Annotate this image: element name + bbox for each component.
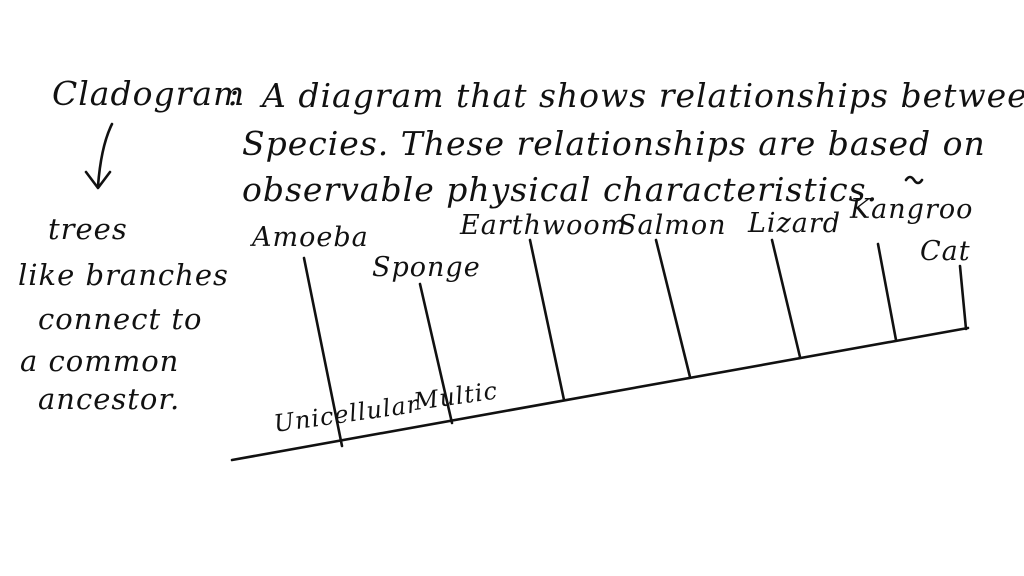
branch-lizard: [770, 238, 802, 359]
down-arrow-icon: [96, 122, 114, 188]
term-cladogram: Cladogram: [52, 74, 246, 113]
definition-line-2: Species. These relationships are based o…: [242, 124, 986, 163]
species-label-amoeba: Amoeba: [252, 222, 369, 253]
branch-sponge: [418, 282, 454, 425]
down-arrow-head: [84, 170, 112, 190]
cladogram-base-line: [230, 326, 970, 462]
species-label-lizard: Lizard: [748, 208, 842, 239]
branch-amoeba: [302, 256, 344, 448]
branch-kangaroo: [876, 242, 898, 342]
side-note-line-3: connect to: [38, 302, 203, 336]
species-label-salmon: Salmon: [618, 210, 727, 241]
side-note-line-1: trees: [48, 212, 128, 246]
term-separator: :: [228, 74, 241, 113]
definition-line-1: A diagram that shows relationships betwe…: [262, 76, 1024, 115]
definition-line-3: observable physical characteristics.: [242, 170, 879, 209]
branch-salmon: [654, 238, 692, 379]
branch-cat: [958, 264, 968, 331]
species-label-sponge: Sponge: [372, 252, 481, 283]
branch-earthworm: [528, 238, 566, 402]
side-note-line-2: like branches: [18, 258, 229, 292]
side-note-line-5: ancestor.: [38, 382, 181, 416]
species-label-kangaroo: Kangroo: [850, 194, 974, 225]
tilde-mark: [904, 175, 924, 185]
species-label-earthworm: Earthwoom: [460, 210, 628, 241]
side-note-line-4: a common: [20, 344, 180, 378]
species-label-cat: Cat: [920, 236, 971, 267]
